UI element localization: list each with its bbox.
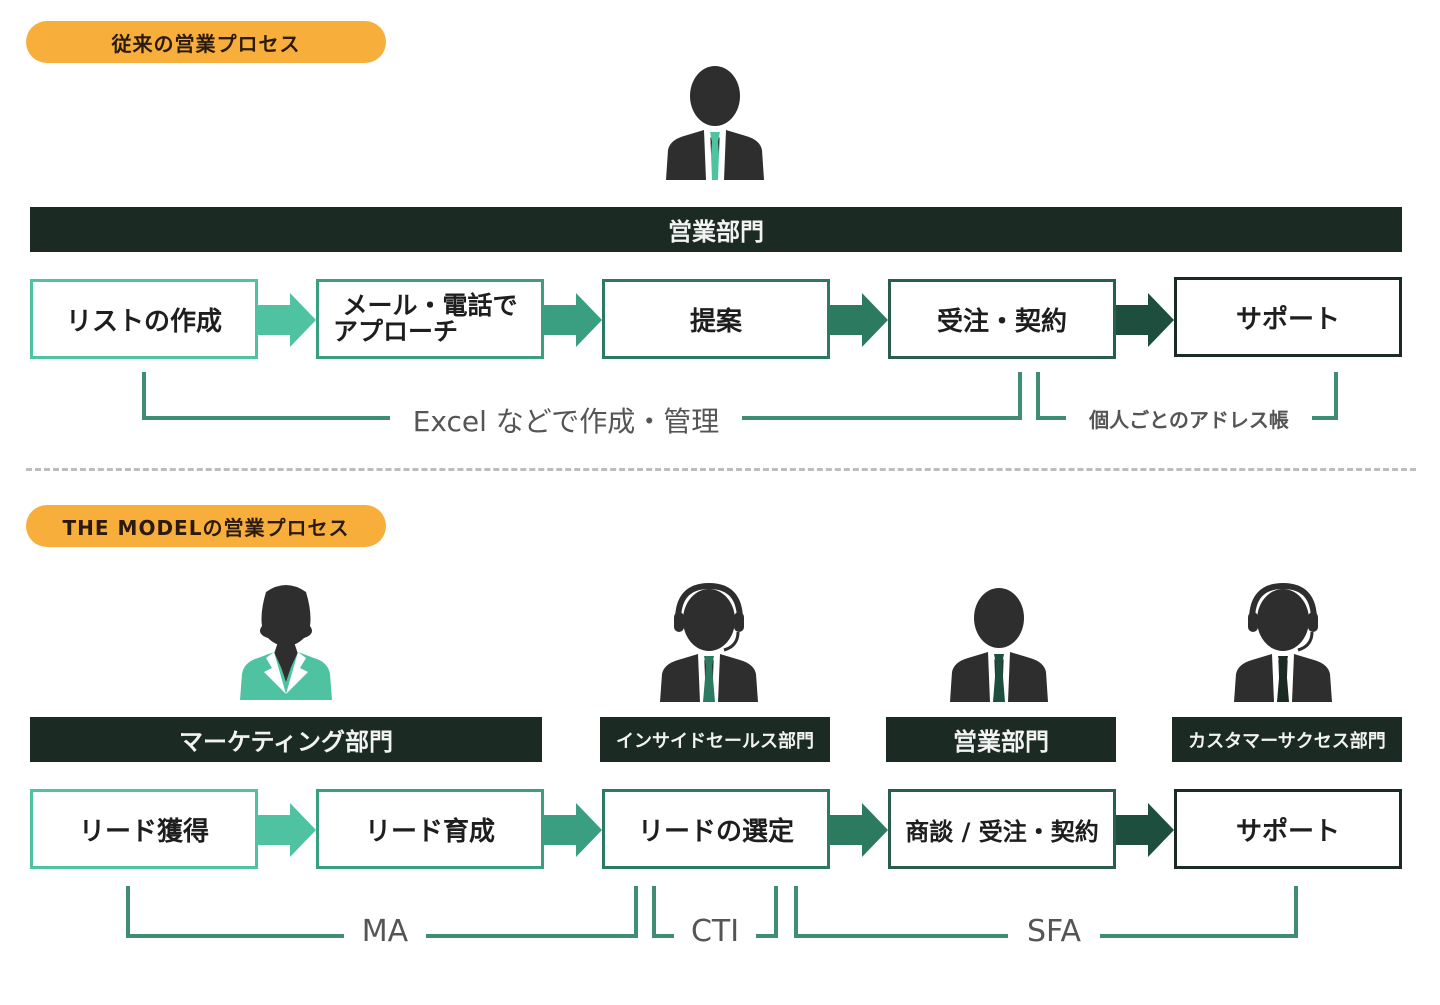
arrow-right-icon xyxy=(258,803,316,857)
department-label: 営業部門 xyxy=(953,728,1049,756)
headset-operator-icon xyxy=(660,582,758,702)
arrow-right-icon xyxy=(1116,803,1174,857)
step-box-approach: メール・電話で アプローチ xyxy=(316,279,544,359)
department-bar-marketing: マーケティング部門 xyxy=(30,717,542,762)
step-label: 商談 / 受注・契約 xyxy=(905,817,1099,846)
department-bar-sales: 営業部門 xyxy=(886,717,1116,762)
step-label: リード獲得 xyxy=(78,816,209,847)
tool-label-address-book: 個人ごとのアドレス帳 xyxy=(1066,404,1312,433)
step-label: 受注・契約 xyxy=(936,306,1067,337)
department-bar-customer-success: カスタマーサクセス部門 xyxy=(1172,717,1402,762)
section-label-text: 従来の営業プロセス xyxy=(111,31,301,56)
step-label: 提案 xyxy=(689,306,742,337)
tool-label-excel: Excel などで作成・管理 xyxy=(390,400,742,440)
step-label-line2: アプローチ xyxy=(333,317,459,346)
step-box-lead-qualification: リードの選定 xyxy=(602,789,830,869)
traditional-section-label: 従来の営業プロセス xyxy=(26,21,386,63)
step-box-support: サポート xyxy=(1174,789,1402,869)
the-model-section-label: THE MODELの営業プロセス xyxy=(26,505,386,547)
arrow-right-icon xyxy=(258,293,316,347)
businessman-icon xyxy=(666,66,764,180)
section-divider xyxy=(26,468,1416,471)
arrow-right-icon xyxy=(544,803,602,857)
tool-label-cti: CTI xyxy=(674,914,756,949)
department-bar-sales: 営業部門 xyxy=(30,207,1402,252)
step-box-lead-nurturing: リード育成 xyxy=(316,789,544,869)
tool-label-sfa: SFA xyxy=(1008,914,1100,949)
department-label: インサイドセールス部門 xyxy=(616,730,814,752)
businessman-icon xyxy=(950,588,1048,702)
department-bar-inside-sales: インサイドセールス部門 xyxy=(600,717,830,762)
department-label: マーケティング部門 xyxy=(178,728,394,756)
tool-label-ma: MA xyxy=(344,914,426,949)
department-label: カスタマーサクセス部門 xyxy=(1188,730,1386,752)
arrow-right-icon xyxy=(1116,293,1174,347)
step-box-proposal: 提案 xyxy=(602,279,830,359)
step-box-lead-acquisition: リード獲得 xyxy=(30,789,258,869)
step-box-support: サポート xyxy=(1174,277,1402,357)
section-label-text: THE MODELの営業プロセス xyxy=(62,515,350,540)
step-label: サポート xyxy=(1235,816,1340,847)
step-label: リードの選定 xyxy=(637,816,794,847)
step-box-order-contract: 受注・契約 xyxy=(888,279,1116,359)
arrow-right-icon xyxy=(830,803,888,857)
step-box-list-creation: リストの作成 xyxy=(30,279,258,359)
step-label-line1: メール・電話で xyxy=(342,291,518,320)
arrow-right-icon xyxy=(544,293,602,347)
step-label: リード育成 xyxy=(364,816,495,847)
step-label: サポート xyxy=(1235,304,1340,335)
headset-operator-icon xyxy=(1234,582,1332,702)
department-label: 営業部門 xyxy=(668,218,764,246)
step-box-negotiation-contract: 商談 / 受注・契約 xyxy=(888,789,1116,869)
businesswoman-icon xyxy=(240,585,332,700)
arrow-right-icon xyxy=(830,293,888,347)
step-label: リストの作成 xyxy=(65,306,222,337)
